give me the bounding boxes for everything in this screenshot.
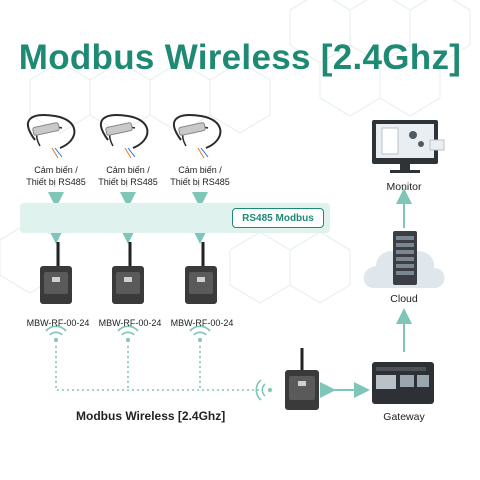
wifi-signal-icon xyxy=(45,325,211,342)
cloud-server-icon xyxy=(363,231,445,288)
sensor-2 xyxy=(100,114,149,159)
device-label: MBW-RF-00-24 xyxy=(98,318,162,328)
sensor-probe-icon xyxy=(27,114,76,159)
page-title: Modbus Wireless [2.4Ghz] xyxy=(18,38,462,77)
gateway-radio-device xyxy=(285,348,319,410)
wireless-link xyxy=(55,346,262,391)
sensor-label: Cảm biến / Thiết bị RS485 xyxy=(98,165,158,187)
wireless-caption: Modbus Wireless [2.4Ghz] xyxy=(76,409,226,423)
sensor-label: Cảm biến / Thiết bị RS485 xyxy=(26,165,86,187)
device-3 xyxy=(185,242,217,304)
monitor-label: Monitor xyxy=(386,181,422,193)
sensor-probe-icon xyxy=(173,114,222,159)
device-label: MBW-RF-00-24 xyxy=(26,318,90,328)
sensor-label: Cảm biến / Thiết bị RS485 xyxy=(170,165,230,187)
device-label: MBW-RF-00-24 xyxy=(170,318,234,328)
sensor-probe-icon xyxy=(100,114,149,159)
rs485-bus-label: RS485 Modbus xyxy=(232,208,324,228)
wifi-signal-icon xyxy=(255,379,272,401)
device-2 xyxy=(112,242,144,304)
device-1 xyxy=(40,242,72,304)
sensor-3 xyxy=(173,114,222,159)
gateway-label: Gateway xyxy=(383,411,425,423)
cloud-label: Cloud xyxy=(390,293,418,305)
gateway-icon xyxy=(372,362,434,404)
monitor-icon xyxy=(372,120,445,173)
sensor-1 xyxy=(27,114,76,159)
